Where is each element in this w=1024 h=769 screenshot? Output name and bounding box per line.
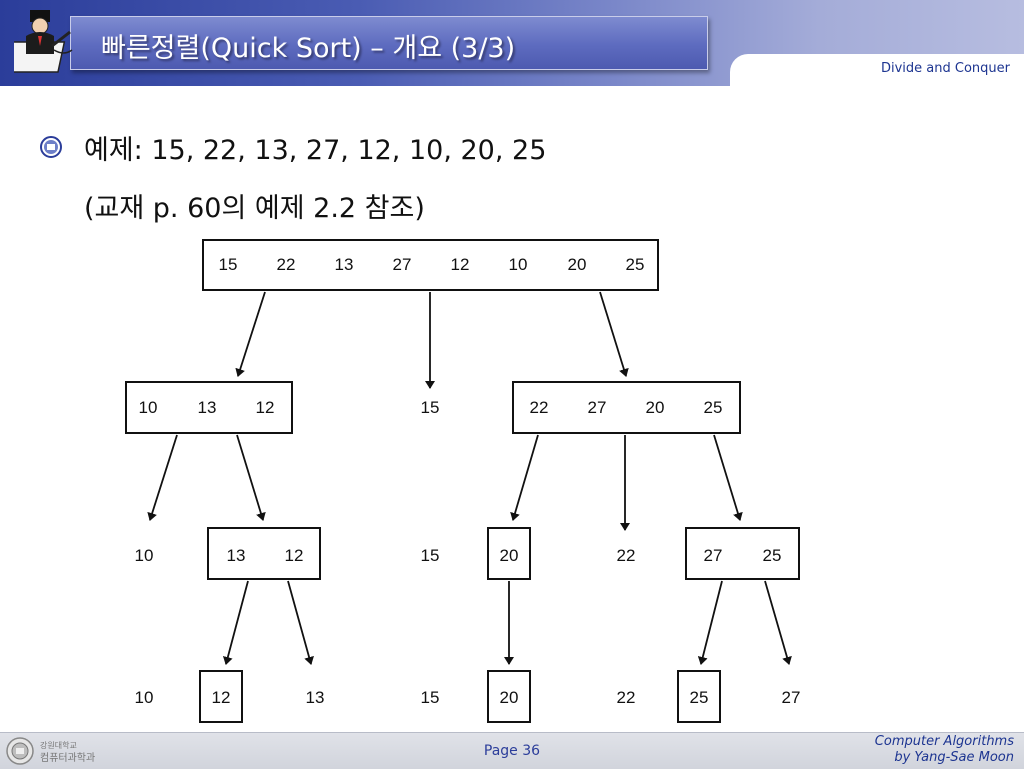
level3-item: 20 <box>500 688 519 707</box>
level3-item: 22 <box>617 688 636 707</box>
level3-item: 13 <box>306 688 325 707</box>
level1-item: 10 <box>139 398 158 417</box>
level1-item: 27 <box>588 398 607 417</box>
slide-subtitle: Divide and Conquer <box>880 61 1010 76</box>
arrow <box>713 434 743 521</box>
level0-item: 13 <box>335 255 354 274</box>
footer-credit: Computer Algorithms by Yang-Sae Moon <box>875 734 1014 766</box>
level2-item: 13 <box>227 546 246 565</box>
slide-footer: 강원대학교 컴퓨터과학과 Page 36 Computer Algorithms… <box>0 732 1024 769</box>
logo-text-department: 컴퓨터과학과 <box>40 752 95 764</box>
level0-item: 25 <box>626 255 645 274</box>
presenter-icon <box>14 10 73 73</box>
arrow <box>222 580 249 665</box>
level1-item: 12 <box>256 398 275 417</box>
level0-item: 15 <box>219 255 238 274</box>
bullet-icon <box>40 136 62 158</box>
level1-item: 25 <box>704 398 723 417</box>
level2-box <box>487 527 531 580</box>
author-name: by Yang-Sae Moon <box>894 750 1014 765</box>
level1-item: 20 <box>646 398 665 417</box>
level2-item: 22 <box>617 546 636 565</box>
slide-title: 빠른정렬(Quick Sort) – 개요 (3/3) <box>101 33 516 64</box>
reference-note: (교재 p. 60의 예제 2.2 참조) <box>84 193 425 224</box>
level0-item: 20 <box>568 255 587 274</box>
level3-box <box>199 670 243 723</box>
level0-item: 12 <box>451 255 470 274</box>
level1-item: 22 <box>530 398 549 417</box>
arrow <box>697 580 723 665</box>
level2-item: 20 <box>500 546 519 565</box>
arrow <box>287 580 314 665</box>
level3-box <box>677 670 721 723</box>
university-logo: 강원대학교 컴퓨터과학과 <box>6 737 95 765</box>
level0-item: 27 <box>393 255 412 274</box>
level0-item: 22 <box>277 255 296 274</box>
level1-item: 13 <box>198 398 217 417</box>
example-bullet: 예제: 15, 22, 13, 27, 12, 10, 20, 25 <box>84 135 547 166</box>
arrow <box>510 434 539 521</box>
slide-header: 빠른정렬(Quick Sort) – 개요 (3/3) Divide and C… <box>0 0 1024 86</box>
arrow <box>236 434 266 521</box>
level2-item: 10 <box>135 546 154 565</box>
logo-text-university: 강원대학교 <box>40 740 77 750</box>
level3-item: 10 <box>135 688 154 707</box>
arrow <box>235 291 266 377</box>
level2-item: 12 <box>285 546 304 565</box>
subtitle-tab <box>730 54 1024 86</box>
level3-item: 25 <box>690 688 709 707</box>
level3-item: 12 <box>212 688 231 707</box>
level1-left-box <box>125 381 293 434</box>
arrow <box>147 434 178 521</box>
level3-item: 27 <box>782 688 801 707</box>
course-name: Computer Algorithms <box>874 734 1014 749</box>
level2-item: 15 <box>421 546 440 565</box>
level2-box <box>685 527 800 580</box>
level2-box <box>207 527 321 580</box>
level0-box <box>202 239 659 291</box>
level0-item: 10 <box>509 255 528 274</box>
arrow <box>599 291 629 377</box>
arrow <box>764 580 792 665</box>
level1-pivot: 15 <box>421 398 440 417</box>
level2-item: 27 <box>704 546 723 565</box>
title-box: 빠른정렬(Quick Sort) – 개요 (3/3) <box>70 16 708 70</box>
level3-box <box>487 670 531 723</box>
level1-right-box <box>512 381 741 434</box>
page-number: Page 36 <box>483 743 541 759</box>
level2-item: 25 <box>763 546 782 565</box>
level3-item: 15 <box>421 688 440 707</box>
